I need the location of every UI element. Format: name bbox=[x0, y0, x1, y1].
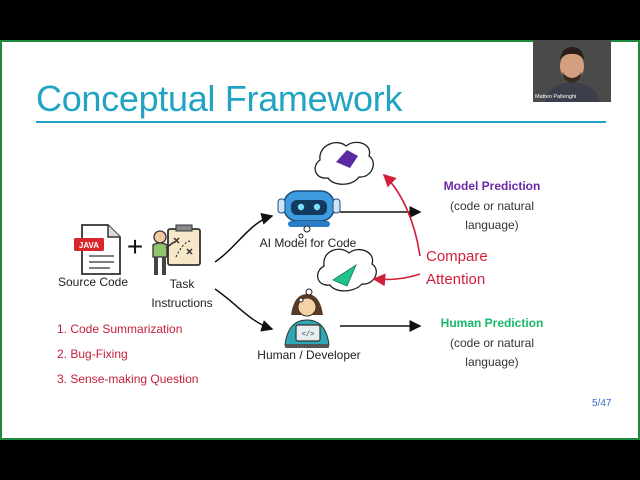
source-code-label: Source Code bbox=[57, 275, 129, 289]
task-list: 1. Code Summarization 2. Bug-Fixing 3. S… bbox=[57, 317, 198, 392]
human-thought-bubble bbox=[298, 248, 377, 303]
presentation-slide: Conceptual Framework JAVA + bbox=[0, 40, 640, 440]
task-item: 1. Code Summarization bbox=[57, 322, 183, 336]
slide-title: Conceptual Framework bbox=[36, 78, 403, 119]
presenter-avatar bbox=[533, 40, 611, 102]
model-prediction-subtitle: (code or natural language) bbox=[422, 197, 562, 235]
human-developer-label: Human / Developer bbox=[257, 348, 361, 362]
human-prediction-title: Human Prediction bbox=[440, 316, 544, 330]
webcam-thumbnail[interactable]: Matteo Paltenghi bbox=[533, 40, 611, 102]
model-sub-line1: (code or natural bbox=[449, 199, 535, 213]
model-sub-line2: language) bbox=[465, 218, 519, 232]
title-underline bbox=[36, 121, 606, 123]
top-letterbox-bar bbox=[0, 0, 640, 40]
framework-diagram: JAVA + bbox=[74, 141, 422, 348]
task-board-icon bbox=[152, 224, 201, 275]
human-prediction-subtitle: (code or natural language) bbox=[422, 334, 562, 372]
human-sub-line1: (code or natural bbox=[449, 336, 535, 350]
input-to-human-arrow bbox=[214, 288, 274, 332]
task-label-line2: Instructions bbox=[151, 296, 213, 310]
java-file-icon bbox=[74, 224, 121, 275]
plus-sign: + bbox=[127, 231, 143, 262]
svg-text:</>: </> bbox=[302, 331, 315, 339]
compare-arrow-up bbox=[382, 173, 421, 257]
ai-robot-icon bbox=[277, 190, 341, 227]
human-developer-icon: </> bbox=[284, 294, 330, 348]
bottom-letterbox-bar bbox=[0, 440, 640, 480]
attention-arrow-left bbox=[372, 273, 421, 287]
compare-attention-label: Compare Attention bbox=[426, 245, 488, 291]
model-prediction-title: Model Prediction bbox=[443, 179, 541, 193]
java-badge-text: JAVA bbox=[79, 241, 99, 250]
input-to-model-arrow bbox=[214, 212, 274, 263]
task-item: 2. Bug-Fixing bbox=[57, 347, 128, 361]
compare-text: Compare bbox=[426, 248, 488, 265]
task-item: 3. Sense-making Question bbox=[57, 372, 199, 386]
ai-model-label: AI Model for Code bbox=[259, 236, 357, 250]
attention-text: Attention bbox=[426, 271, 486, 288]
task-label-line1: Task bbox=[169, 277, 195, 291]
presenter-name: Matteo Paltenghi bbox=[535, 94, 577, 100]
model-thought-bubble bbox=[298, 141, 374, 239]
task-instructions-label: Task Instructions bbox=[146, 275, 218, 313]
page-number: 5/47 bbox=[592, 398, 612, 409]
human-sub-line2: language) bbox=[465, 355, 519, 369]
